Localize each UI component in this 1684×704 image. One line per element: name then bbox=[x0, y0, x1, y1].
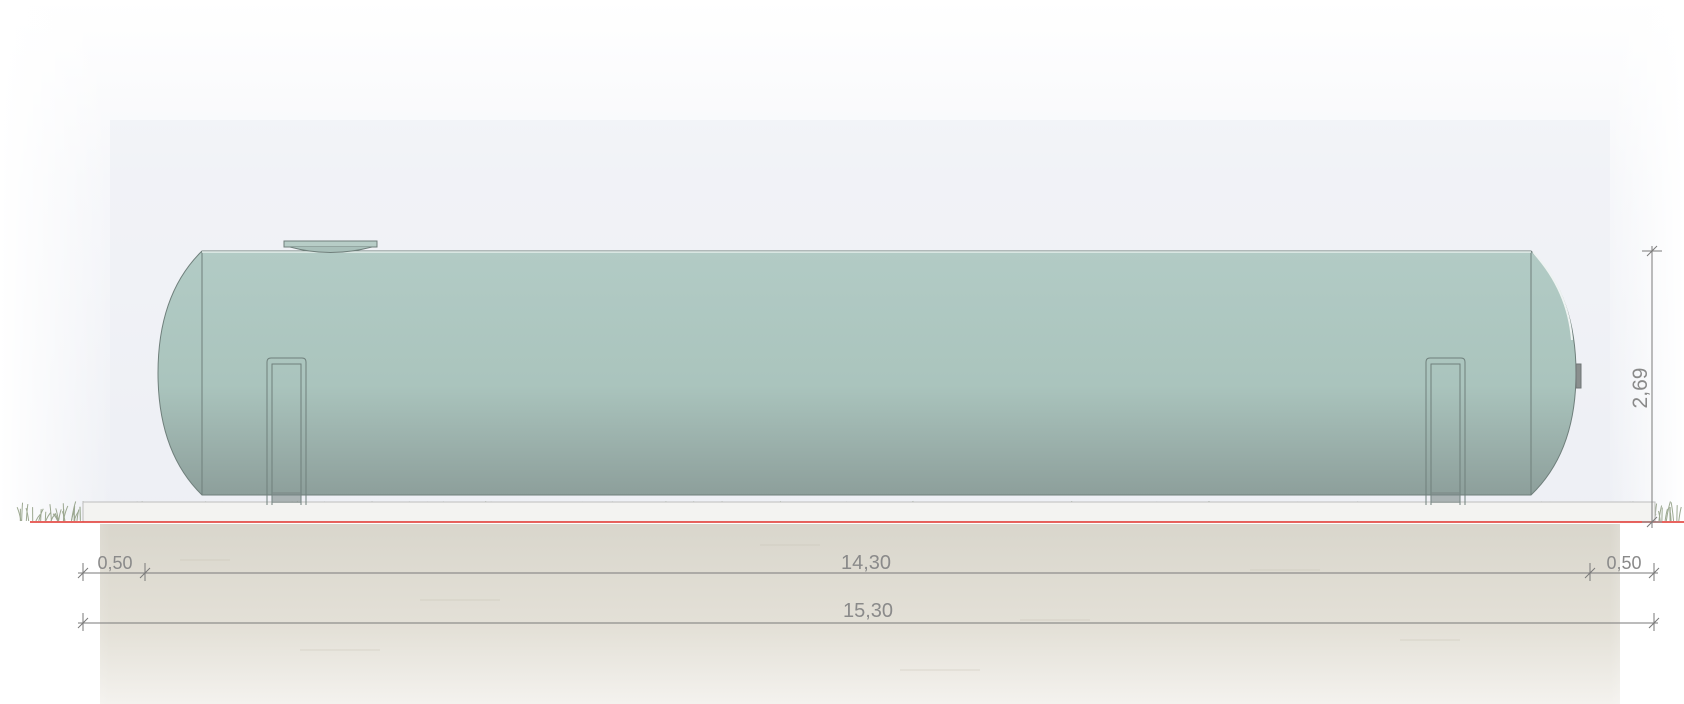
grass-blade bbox=[58, 509, 62, 522]
grass-blade bbox=[1670, 502, 1675, 522]
grass-blade bbox=[1658, 505, 1663, 522]
end-nozzle bbox=[1575, 363, 1582, 389]
grass-blade bbox=[55, 508, 59, 522]
dimension-label-left-margin: 0,50 bbox=[97, 553, 132, 573]
grass-blade bbox=[1664, 508, 1668, 522]
grass-blade bbox=[25, 507, 30, 522]
storage-tank bbox=[157, 240, 1582, 505]
dimension-annotations bbox=[77, 245, 1662, 631]
manhole-neck bbox=[289, 246, 373, 253]
grass-blade bbox=[61, 511, 66, 522]
grass-blade bbox=[1665, 501, 1671, 522]
grass-blade bbox=[50, 513, 56, 522]
soil-section bbox=[100, 524, 1620, 704]
dimension-labels: 0,50 14,30 0,50 15,30 2,69 bbox=[97, 368, 1652, 622]
right-fade bbox=[1610, 0, 1684, 704]
concrete-slab bbox=[82, 501, 1656, 523]
grass-blade bbox=[70, 501, 77, 522]
grass-blade bbox=[45, 512, 52, 522]
grass-blade bbox=[73, 510, 80, 522]
grass-blade bbox=[76, 509, 80, 522]
dimension-label-tank-length: 14,30 bbox=[841, 552, 891, 574]
support-saddle-right bbox=[1425, 357, 1466, 505]
tank-right-highlight bbox=[1532, 251, 1573, 341]
grass-blade bbox=[35, 513, 41, 522]
dimension-label-total-length: 15,30 bbox=[843, 600, 893, 622]
grass-blade bbox=[52, 513, 59, 522]
dimension-label-tank-height: 2,69 bbox=[1629, 368, 1652, 409]
grass-blade bbox=[21, 502, 24, 522]
soil-texture bbox=[180, 544, 1460, 671]
tank-body bbox=[157, 250, 1577, 496]
dimension-label-right-margin: 0,50 bbox=[1606, 553, 1641, 573]
support-saddle-left bbox=[266, 357, 307, 505]
left-fade bbox=[0, 0, 110, 704]
grass-blade bbox=[1678, 506, 1682, 522]
manhole-cover bbox=[283, 240, 378, 248]
grass-blade bbox=[40, 509, 42, 522]
